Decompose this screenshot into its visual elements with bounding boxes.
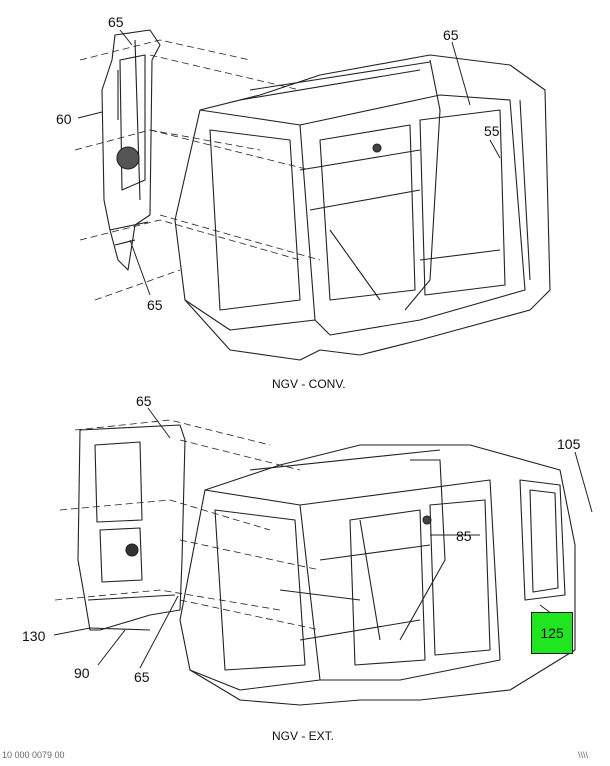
top-cab-body (174, 54, 551, 361)
drawing-number: 10 000 0079 00 (2, 750, 65, 760)
callout-label: 105 (557, 436, 581, 452)
callout-label: 65 (134, 669, 150, 685)
callout-label: 65 (147, 297, 163, 313)
callout-label: 65 (136, 393, 152, 409)
callout-label: 130 (22, 628, 46, 644)
view-caption: NGV - CONV. (272, 377, 346, 391)
footer-mark: \\\\ (578, 750, 589, 760)
top-pillar-panel (101, 29, 161, 271)
callout-label: 90 (74, 665, 90, 681)
callout-label: 65 (108, 14, 124, 30)
top-explosion-lines (74, 39, 321, 301)
bottom-cab-body (179, 444, 576, 706)
callout-label: 60 (56, 111, 72, 127)
callout-label: 55 (484, 123, 500, 139)
leader-lines (53, 29, 593, 669)
highlighted-part-callout[interactable]: 125 (531, 612, 573, 654)
callout-label: 65 (443, 27, 459, 43)
bottom-back-panel (77, 424, 186, 631)
view-caption: NGV - EXT. (272, 729, 335, 743)
callout-label: 85 (456, 528, 472, 544)
